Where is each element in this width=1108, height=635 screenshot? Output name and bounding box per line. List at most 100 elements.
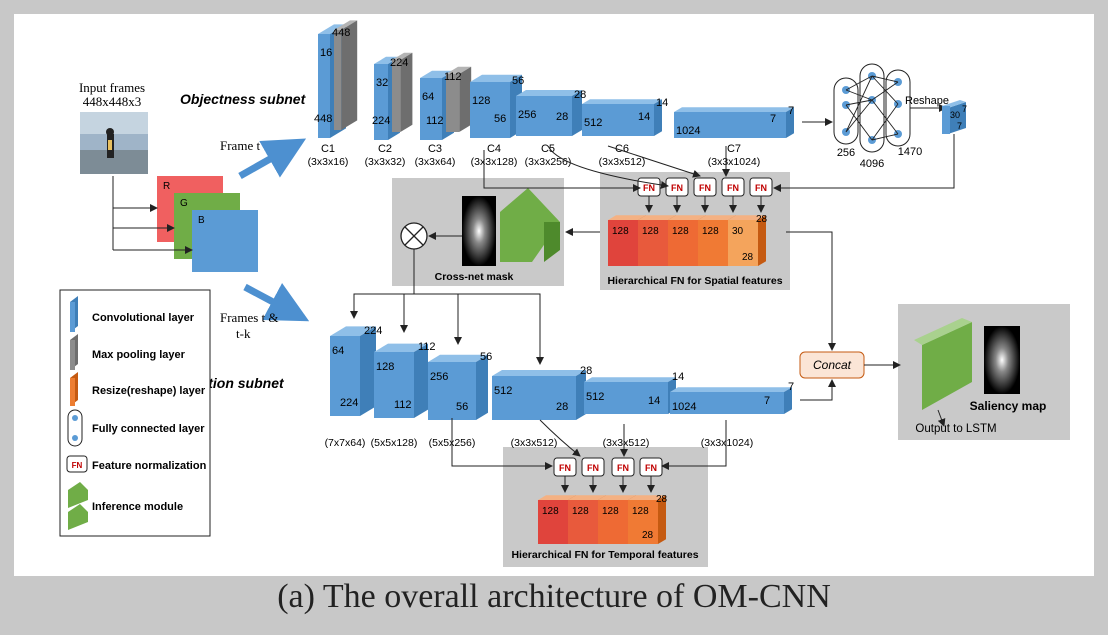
svg-text:FN: FN <box>643 183 655 193</box>
output-inference-icon <box>922 322 972 410</box>
crossnet-mask-image <box>462 196 496 266</box>
mot-conv-layer-6 <box>670 387 792 414</box>
legend-fc-icon <box>67 409 83 447</box>
obj-layer-height: 112 <box>426 115 444 127</box>
mot-layer-kernel: (3x3x512) <box>603 437 650 449</box>
legend-fn-icon: FN <box>66 455 88 473</box>
mot-layer-width: 14 <box>672 371 684 383</box>
mot-layer-width: 224 <box>364 325 382 337</box>
mot-layer-height: 7 <box>764 395 770 407</box>
spatial-extra-bottom: 28 <box>742 252 754 263</box>
mot-layer-height: 112 <box>394 399 412 411</box>
temporal-feature-depth: 128 <box>632 506 649 517</box>
temporal-fn-3: FN <box>611 457 635 493</box>
obj-layer-width: 7 <box>788 105 794 117</box>
spatial-feature-depth: 128 <box>642 226 659 237</box>
spatial-feature-depth: 128 <box>702 226 719 237</box>
obj-conv-layer-7 <box>674 107 794 138</box>
legend-pool <box>70 334 78 370</box>
mot-layer-kernel: (5x5x128) <box>371 437 418 449</box>
mot-layer-kernel: (3x3x512) <box>511 437 558 449</box>
obj-layer-height: 224 <box>372 115 390 127</box>
legend-fn-label: Feature normalization <box>92 460 207 472</box>
mot-layer-height: 14 <box>648 395 660 407</box>
obj-layer-depth: 32 <box>376 77 388 89</box>
mot-layer-depth: 1024 <box>672 401 696 413</box>
mot-layer-depth: 512 <box>494 385 512 397</box>
obj-conv-layer-5 <box>516 90 582 136</box>
obj-layer-kernel: (3x3x128) <box>471 156 518 168</box>
figure-caption: (a) The overall architecture of OM-CNN <box>277 578 831 615</box>
obj-layer-width: 112 <box>444 71 462 83</box>
fc-n1: 256 <box>837 147 855 159</box>
mot-layer-height: 56 <box>456 401 468 413</box>
legend-fc-label: Fully connected layer <box>92 423 205 435</box>
temporal-extra-bottom: 28 <box>642 530 654 541</box>
obj-layer-name: C7 <box>727 143 741 155</box>
obj-pool-layer-2 <box>392 52 413 132</box>
svg-text:FN: FN <box>617 463 629 473</box>
mot-conv-layer-3 <box>428 354 488 420</box>
temporal-feature-depth: 128 <box>602 506 619 517</box>
mot-layer-width: 112 <box>418 341 436 353</box>
obj-layer-kernel: (3x3x64) <box>415 156 456 168</box>
svg-text:FN: FN <box>559 463 571 473</box>
channel-b <box>192 210 258 272</box>
frames-tk-label-2: t-k <box>236 326 251 341</box>
obj-layer-kernel: (3x3x256) <box>525 156 572 168</box>
spatial-fn-2: FN <box>665 177 689 213</box>
multiply-cross <box>404 226 424 246</box>
obj-layer-height: 448 <box>314 113 332 125</box>
inference-module-icon <box>500 188 560 262</box>
mot-layer-depth: 256 <box>430 371 448 383</box>
fc-n3: 1470 <box>898 146 922 158</box>
spatial-to-concat <box>786 231 836 351</box>
temporal-feature-depth: 128 <box>542 506 559 517</box>
obj-layer-height: 7 <box>770 113 776 125</box>
frame-t-arrow <box>238 138 307 180</box>
mot-conv-layer-1 <box>330 326 376 416</box>
temporal-fn-1: FN <box>553 457 577 493</box>
mot-layer-width: 56 <box>480 351 492 363</box>
temporal-feature-4 <box>628 495 666 544</box>
temporal-fn-2: FN <box>581 457 605 493</box>
obj-layer-depth: 1024 <box>676 125 700 137</box>
input-image <box>80 112 148 174</box>
mot-conv-layer-4 <box>492 370 586 420</box>
spatial-fn-4: FN <box>721 177 745 213</box>
mot-layer-kernel: (3x3x1024) <box>701 437 754 449</box>
mask-to-motion-arrow <box>350 249 415 319</box>
svg-text:FN: FN <box>755 183 767 193</box>
mot-layer-kernel: (7x7x64) <box>325 437 366 449</box>
obj-layer-depth: 64 <box>422 91 434 103</box>
saliency-label: Saliency map <box>970 399 1047 413</box>
legend-conv-label: Convolutional layer <box>92 312 195 324</box>
reshape-dim-2: 7 <box>962 104 967 114</box>
motion-layers: 64224224(7x7x64)128112112(5x5x128)256565… <box>325 325 795 449</box>
svg-text:FN: FN <box>727 183 739 193</box>
spatial-fn-title: Hierarchical FN for Spatial features <box>607 275 782 287</box>
legend-resize-label: Resize(reshape) layer <box>92 385 206 397</box>
obj-layer-name: C1 <box>321 143 335 155</box>
obj-layer-height: 56 <box>494 113 506 125</box>
obj-layer-kernel: (3x3x512) <box>599 156 646 168</box>
mot-layer-width: 28 <box>580 365 592 377</box>
obj-layer-kernel: (3x3x1024) <box>708 156 761 168</box>
svg-text:FN: FN <box>645 463 657 473</box>
obj-layer-depth: 512 <box>584 117 602 129</box>
spatial-feature-depth: 128 <box>672 226 689 237</box>
mot-conv-layer-2 <box>374 343 428 418</box>
legend-conv <box>70 296 78 332</box>
obj-layer-height: 28 <box>556 111 568 123</box>
spatial-extra-top: 28 <box>756 214 768 225</box>
legend-inference-label: Inference module <box>92 501 183 513</box>
obj-layer-name: C3 <box>428 143 442 155</box>
obj-conv-layer-6 <box>582 99 662 136</box>
obj-layer-height: 14 <box>638 111 650 123</box>
legend-resize <box>70 372 78 406</box>
obj-layer-kernel: (3x3x32) <box>365 156 406 168</box>
mot-layer-depth: 64 <box>332 345 344 357</box>
